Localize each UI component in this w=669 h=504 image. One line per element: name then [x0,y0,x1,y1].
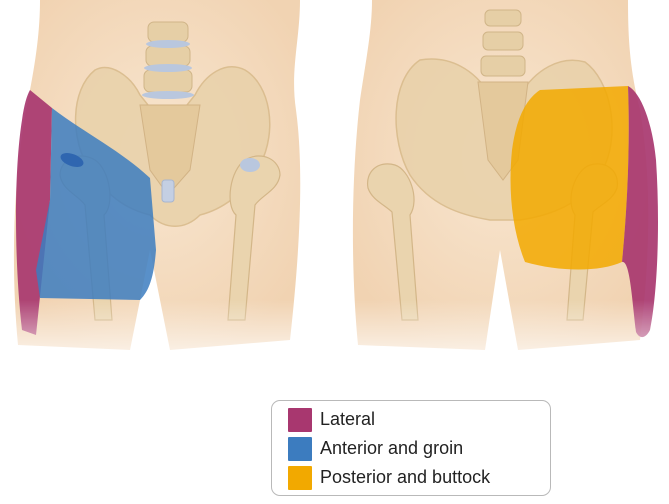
anterior-view [0,0,320,380]
legend-swatch-lateral [288,408,312,432]
legend-swatch-anterior-groin [288,437,312,461]
legend-label-lateral: Lateral [320,409,375,430]
posterior-buttock-pain-region [511,86,629,270]
anterior-right-hip-cartilage [240,158,260,172]
anterior-pubic-symphysis [162,180,174,202]
legend-swatch-posterior-buttock [288,466,312,490]
legend-label-anterior-groin: Anterior and groin [320,438,463,459]
hip-pain-regions-figure [0,0,669,380]
legend-item-lateral: Lateral [288,405,550,434]
anterior-lumbar-spine [142,22,194,99]
legend-item-posterior-buttock: Posterior and buttock [288,463,550,492]
legend-item-anterior-groin: Anterior and groin [288,434,550,463]
legend-label-posterior-buttock: Posterior and buttock [320,467,490,488]
legend: Lateral Anterior and groin Posterior and… [271,400,551,496]
posterior-view [350,0,669,380]
